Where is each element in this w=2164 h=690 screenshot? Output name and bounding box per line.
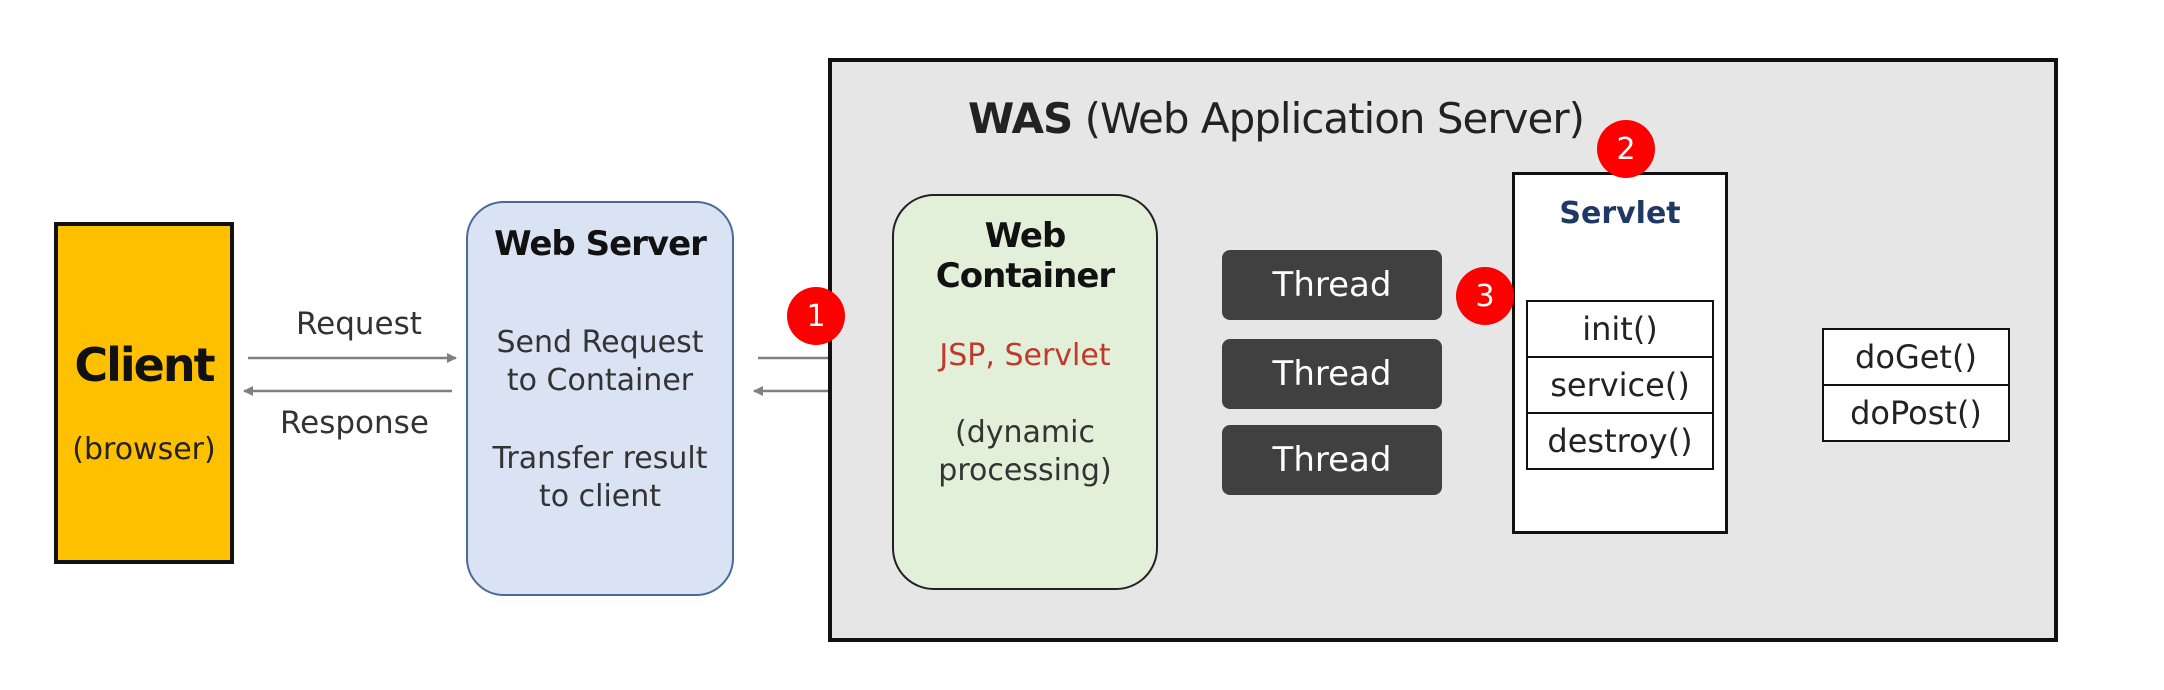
web-container-title: Web Container (935, 216, 1115, 296)
service-method: service() (1526, 356, 1714, 414)
step-badge-3: 3 (1456, 267, 1514, 325)
thread-box: Thread (1222, 425, 1442, 495)
request-label: Request (296, 306, 422, 342)
client-box (54, 222, 234, 564)
doget-method: doGet() (1822, 328, 2010, 386)
web-server-line: to Container (506, 363, 694, 398)
init-method: init() (1526, 300, 1714, 358)
client-title: Client (74, 338, 215, 392)
client-subtitle: (browser) (72, 432, 216, 467)
destroy-method: destroy() (1526, 412, 1714, 470)
step-badge-2: 2 (1597, 120, 1655, 178)
response-label: Response (280, 405, 429, 441)
was-title: WAS (Web Application Server) (968, 94, 1585, 143)
web-server-box (466, 201, 734, 596)
dopost-method: doPost() (1822, 384, 2010, 442)
step-badge-1: 1 (787, 287, 845, 345)
was-title-bold: WAS (968, 94, 1073, 143)
thread-box: Thread (1222, 339, 1442, 409)
web-server-title: Web Server (494, 224, 707, 264)
web-server-line: Transfer result (492, 441, 708, 476)
web-server-line: to client (538, 479, 662, 514)
web-server-line: Send Request (496, 325, 704, 360)
web-container-line: (dynamic (955, 415, 1095, 450)
web-container-box (892, 194, 1158, 590)
was-title-rest: (Web Application Server) (1084, 94, 1585, 143)
servlet-title: Servlet (1559, 196, 1681, 231)
web-container-line: processing) (938, 453, 1112, 488)
web-container-highlight: JSP, Servlet (939, 338, 1111, 373)
thread-box: Thread (1222, 250, 1442, 320)
